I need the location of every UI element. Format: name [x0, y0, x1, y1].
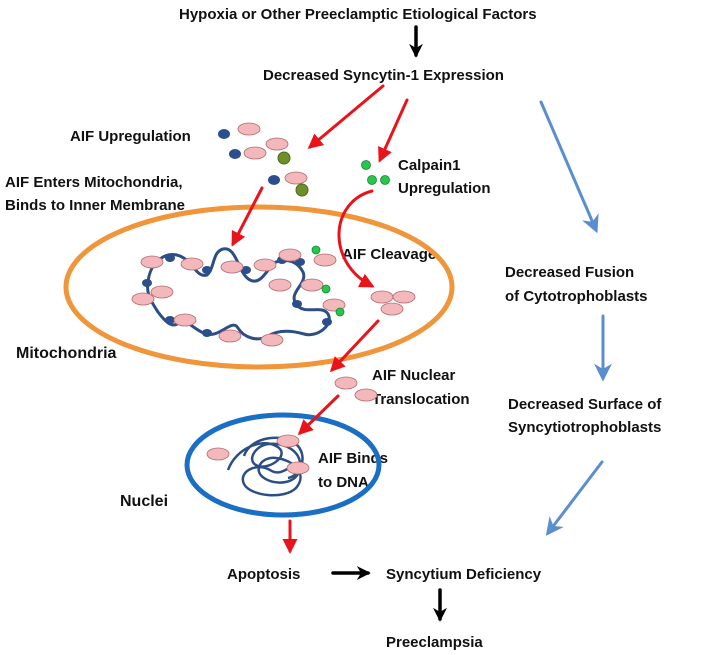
mitochondrial-calpain-dots: [311, 245, 345, 317]
label-nuclei: Nuclei: [120, 493, 168, 510]
inner-membrane-aif-dots: [142, 254, 332, 337]
label-calpain-line2: Upregulation: [398, 180, 491, 197]
label-aif-enters-line1: AIF Enters Mitochondria,: [5, 174, 183, 191]
label-aif-upregulation: AIF Upregulation: [70, 128, 191, 145]
label-nuclear-line1: AIF Nuclear: [372, 367, 456, 384]
mitochondrion-outline: [63, 204, 455, 370]
arrow-red-to-calpain: [378, 98, 409, 163]
label-preeclampsia: Preeclampsia: [386, 634, 483, 651]
label-aif-enters-line2: Binds to Inner Membrane: [5, 197, 185, 214]
label-surface-line2: Syncytiotrophoblasts: [508, 419, 661, 436]
arrow-red-to-nucleus: [297, 394, 340, 436]
label-nuclear-line2: Translocation: [372, 391, 470, 408]
arrow-blue-to-syncytium-deficiency: [545, 460, 604, 536]
label-fusion-line2: of Cytotrophoblasts: [505, 288, 648, 305]
arrow-red-to-aif-upregulation: [307, 84, 385, 149]
aif-upregulation-cluster: [218, 122, 309, 197]
label-binds-line1: AIF Binds: [318, 450, 388, 467]
label-mitochondria: Mitochondria: [16, 345, 117, 362]
cleaved-aif-molecules: [334, 290, 416, 402]
label-fusion-line1: Decreased Fusion: [505, 264, 634, 281]
nucleus-outline: [184, 412, 382, 518]
calpain-upregulation-cluster: [361, 160, 390, 185]
label-surface-line1: Decreased Surface of: [508, 396, 662, 413]
label-etiological-factors: Hypoxia or Other Preeclamptic Etiologica…: [179, 6, 537, 23]
mitochondrial-aif-molecules: [131, 248, 346, 347]
label-syncytium-deficiency: Syncytium Deficiency: [386, 566, 542, 583]
arrow-red-aif-enters-mitochondria: [231, 186, 264, 247]
label-binds-line2: to DNA: [318, 474, 369, 491]
label-decreased-syncytin: Decreased Syncytin-1 Expression: [263, 67, 504, 84]
nuclear-aif-molecules: [206, 434, 310, 475]
label-aif-cleavage: AIF Cleavage: [342, 246, 436, 263]
arrow-red-nuclear-translocation: [329, 319, 380, 373]
arrow-red-aif-cleavage: [337, 189, 375, 288]
arrow-blue-to-fusion: [539, 100, 599, 234]
label-calpain-line1: Calpain1: [398, 157, 461, 174]
label-apoptosis: Apoptosis: [227, 566, 300, 583]
